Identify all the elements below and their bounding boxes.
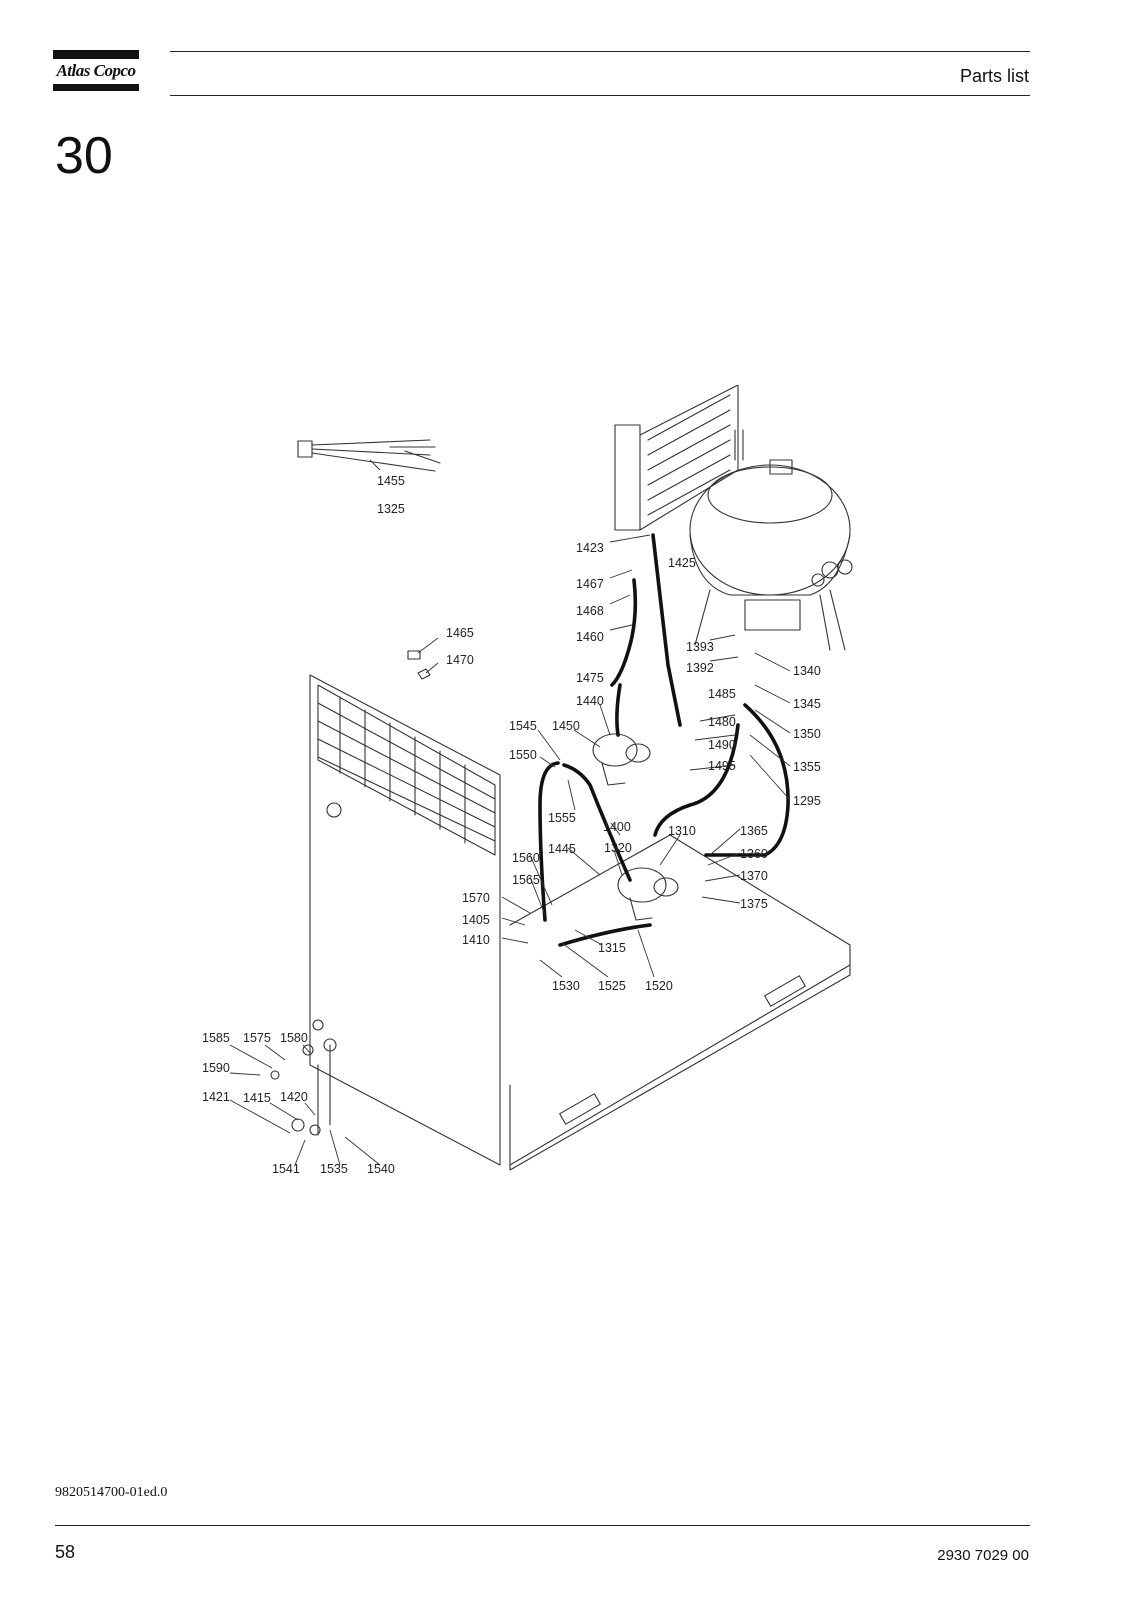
callout-1480: 1480 — [708, 715, 736, 729]
logo-text: Atlas Copco — [56, 61, 136, 80]
callout-1535: 1535 — [320, 1162, 348, 1176]
callout-1450: 1450 — [552, 719, 580, 733]
hoses — [538, 533, 790, 947]
callout-1575: 1575 — [243, 1031, 271, 1045]
callout-1423: 1423 — [576, 541, 604, 555]
callout-1560: 1560 — [512, 851, 540, 865]
callout-1370: 1370 — [740, 869, 768, 883]
callout-1360: 1360 — [740, 847, 768, 861]
fittings-lower-left — [270, 1019, 337, 1136]
callout-1585: 1585 — [202, 1031, 230, 1045]
callout-1315: 1315 — [598, 941, 626, 955]
callout-1350: 1350 — [793, 727, 821, 741]
callout-1530: 1530 — [552, 979, 580, 993]
callout-1465: 1465 — [446, 626, 474, 640]
callout-1541: 1541 — [272, 1162, 300, 1176]
callout-1325: 1325 — [377, 502, 405, 516]
callout-1475: 1475 — [576, 671, 604, 685]
exploded-parts-diagram: 1455 1325 1423 1425 1467 1468 1465 1460 … — [202, 385, 853, 1176]
callout-1580: 1580 — [280, 1031, 308, 1045]
document-id: 9820514700-01ed.0 — [55, 1485, 168, 1500]
canopy-panel — [309, 674, 501, 1166]
callout-1445: 1445 — [548, 842, 576, 856]
cooler — [614, 385, 739, 531]
callout-1495: 1495 — [708, 759, 736, 773]
callout-1340: 1340 — [793, 664, 821, 678]
compressor-tank — [689, 429, 853, 651]
callout-1460: 1470 — [446, 653, 474, 667]
callout-1590: 1590 — [202, 1061, 230, 1075]
page-title: Parts list — [959, 66, 1029, 86]
callout-1540: 1540 — [367, 1162, 395, 1176]
callout-1310: 1310 — [668, 824, 696, 838]
callout-1415: 1415 — [243, 1091, 271, 1105]
callout-1420: 1420 — [280, 1090, 308, 1104]
callout-1545: 1545 — [509, 719, 537, 733]
callout-1375: 1375 — [740, 897, 768, 911]
header-rule-bottom — [170, 95, 1030, 96]
callout-1455: 1455 — [377, 474, 405, 488]
logo-bar-bottom — [53, 84, 139, 91]
callout-1421: 1421 — [202, 1090, 230, 1104]
base-frame — [509, 834, 851, 1171]
callout-1565: 1565 — [512, 873, 540, 887]
callout-1485: 1485 — [708, 687, 736, 701]
callout-1345: 1345 — [793, 697, 821, 711]
callout-1355: 1355 — [793, 760, 821, 774]
callout-1520: 1520 — [645, 979, 673, 993]
callout-1570: 1570 — [462, 891, 490, 905]
logo-bar-top — [53, 50, 139, 59]
callout-1295: 1295 — [793, 794, 821, 808]
clamp-parts — [407, 650, 431, 680]
callout-1525: 1525 — [598, 979, 626, 993]
callout-1393: 1393 — [686, 640, 714, 654]
callout-1555: 1555 — [548, 811, 576, 825]
callout-1392: 1392 — [686, 661, 714, 675]
callout-1470: 1460 — [576, 630, 604, 644]
valve-assembly-upper — [592, 733, 651, 786]
page-number: 58 — [55, 1542, 76, 1562]
callout-1425: 1425 — [668, 556, 696, 570]
wiring-harness — [297, 439, 441, 472]
callout-1400: 1400 — [603, 820, 631, 834]
document-part-number: 2930 7029 00 — [937, 1547, 1029, 1564]
atlas-copco-logo: Atlas Copco — [53, 50, 139, 92]
callout-1405: 1405 — [462, 913, 490, 927]
callout-1320: 1320 — [604, 841, 632, 855]
header-rule-top — [170, 51, 1030, 52]
callout-1365: 1365 — [740, 824, 768, 838]
section-number: 30 — [55, 127, 113, 185]
callout-1440: 1440 — [576, 694, 604, 708]
valve-assembly-lower — [617, 867, 679, 921]
callout-1468: 1468 — [576, 604, 604, 618]
footer-rule — [55, 1525, 1030, 1526]
callout-1550: 1550 — [509, 748, 537, 762]
callout-1467: 1467 — [576, 577, 604, 591]
callout-1490: 1490 — [708, 738, 736, 752]
callout-1410: 1410 — [462, 933, 490, 947]
